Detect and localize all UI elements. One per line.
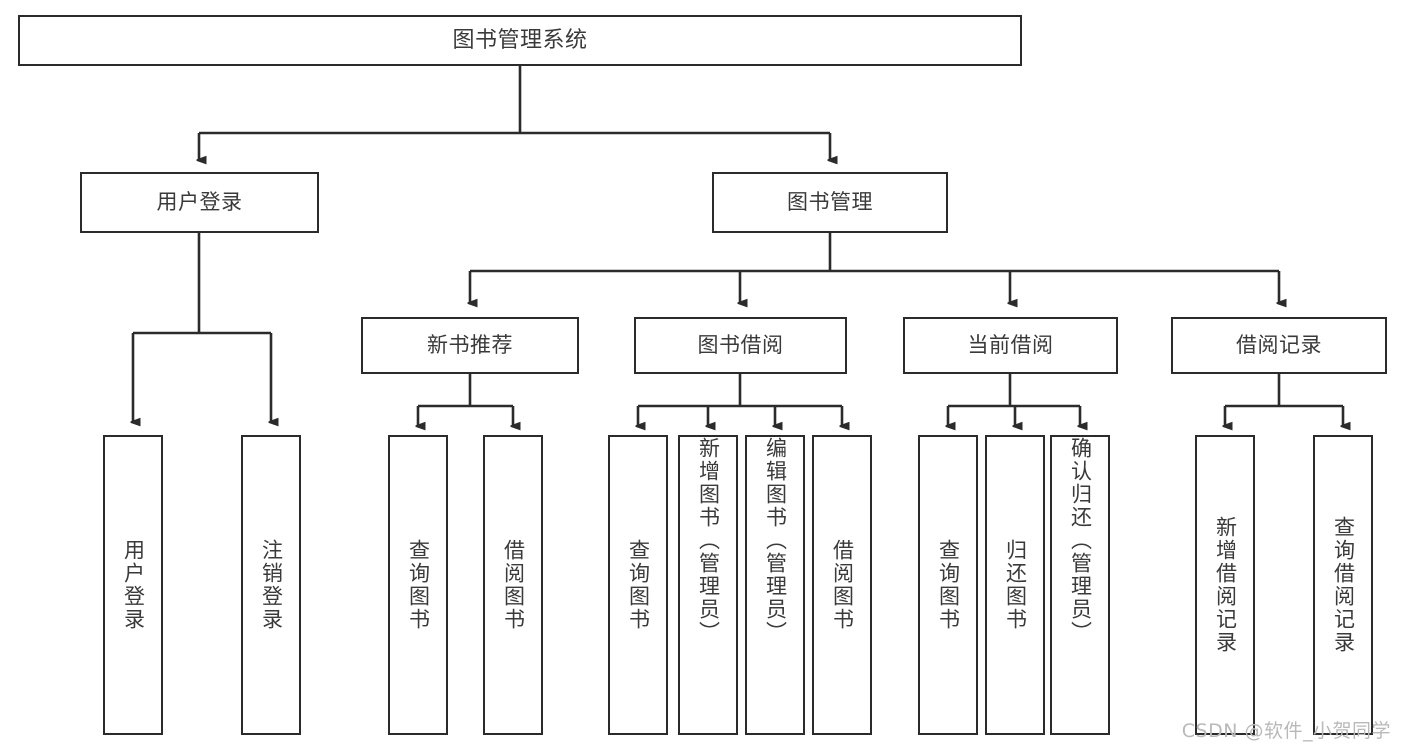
node-borrow-record[interactable]: 借阅记录 (1171, 317, 1387, 374)
node-label: 用户登录 (121, 539, 146, 631)
leaf-user-login-logout[interactable]: 注销登录 (241, 435, 301, 735)
node-book-borrow[interactable]: 图书借阅 (634, 317, 847, 374)
node-label: 借阅图书 (501, 539, 526, 631)
node-label: 借阅记录 (1236, 333, 1322, 358)
node-label: 查询图书 (936, 539, 961, 631)
node-label: 用户登录 (156, 190, 243, 215)
node-user-login[interactable]: 用户登录 (80, 172, 319, 233)
node-label: 查询图书 (406, 539, 431, 631)
leaf-book-borrow-add-book[interactable]: 新增图书（管理员） (678, 435, 738, 735)
leaf-borrow-record-query-record[interactable]: 查询借阅记录 (1313, 435, 1373, 735)
node-label: 归还图书 (1003, 539, 1028, 631)
leaf-borrow-record-add-record[interactable]: 新增借阅记录 (1195, 435, 1255, 735)
leaf-book-borrow-borrow-book[interactable]: 借阅图书 (812, 435, 872, 735)
node-label: 查询图书 (626, 539, 651, 631)
node-label: 新书推荐 (427, 333, 513, 358)
node-label: 新增图书（管理员） (696, 437, 721, 644)
leaf-book-borrow-edit-book[interactable]: 编辑图书（管理员） (745, 435, 805, 735)
leaf-book-borrow-query-book[interactable]: 查询图书 (608, 435, 668, 735)
node-label: 新增借阅记录 (1213, 516, 1238, 654)
node-label: 编辑图书（管理员） (763, 437, 788, 644)
node-book-management[interactable]: 图书管理 (712, 172, 948, 233)
leaf-new-book-query-book[interactable]: 查询图书 (388, 435, 448, 735)
node-root-system[interactable]: 图书管理系统 (18, 15, 1022, 66)
leaf-current-borrow-return-book[interactable]: 归还图书 (985, 435, 1045, 735)
node-label: 查询借阅记录 (1331, 516, 1356, 654)
node-label: 图书管理系统 (452, 27, 588, 53)
node-current-borrow[interactable]: 当前借阅 (903, 317, 1118, 374)
node-label: 借阅图书 (830, 539, 855, 631)
node-label: 确认归还（管理员） (1068, 437, 1093, 644)
node-new-book-recommend[interactable]: 新书推荐 (361, 317, 579, 374)
csdn-watermark: CSDN @软件_小贺同学 (1181, 720, 1391, 742)
leaf-current-borrow-confirm-return[interactable]: 确认归还（管理员） (1050, 435, 1110, 735)
node-label: 注销登录 (259, 539, 284, 631)
leaf-new-book-borrow-book[interactable]: 借阅图书 (483, 435, 543, 735)
node-label: 图书借阅 (697, 333, 784, 358)
node-label: 图书管理 (787, 190, 873, 215)
node-label: 当前借阅 (967, 333, 1054, 358)
leaf-current-borrow-query-book[interactable]: 查询图书 (918, 435, 978, 735)
leaf-user-login-login[interactable]: 用户登录 (103, 435, 163, 735)
